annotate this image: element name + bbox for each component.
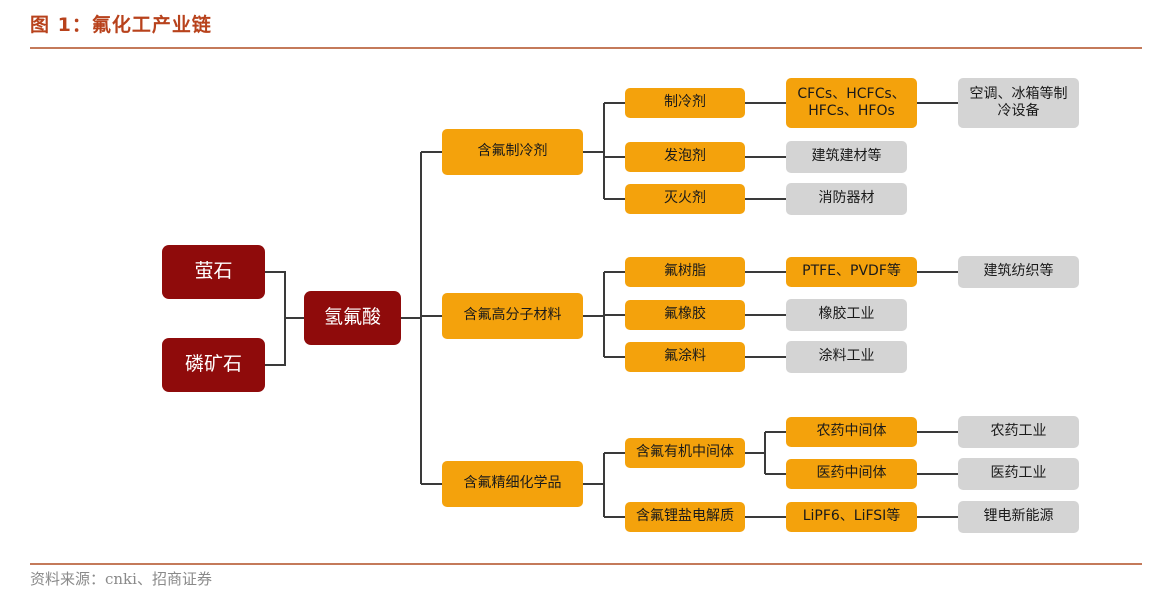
node-ac-refrigeration: 空调、冰箱等制 冷设备 [958,78,1079,128]
node-pesticide-industry: 农药工业 [958,416,1079,448]
node-foaming-agent: 发泡剂 [625,142,745,172]
node-refrigerant: 制冷剂 [625,88,745,118]
source-note: 资料来源：cnki、招商证券 [30,570,212,588]
node-cfcs-line2: HFCs、HFOs [808,103,895,119]
connector-raw-materials [265,271,304,366]
connector-fine-group [583,452,625,518]
node-fluororesin: 氟树脂 [625,257,745,287]
connector-polymer-group [583,271,625,358]
node-pharma-intermediate: 医药中间体 [786,459,917,489]
node-lithium-new-energy: 锂电新能源 [958,501,1079,533]
node-fire-equipment: 消防器材 [786,183,907,215]
connector-hf-categories [401,151,442,485]
node-cfcs-line1: CFCs、HCFCs、 [797,85,906,102]
node-lipf6-lifsi: LiPF6、LiFSI等 [786,502,917,532]
node-fluorite: 萤石 [162,245,265,299]
node-extinguishing-agent: 灭火剂 [625,184,745,214]
node-fine-chemicals: 含氟精细化学品 [442,461,583,507]
connector-applications [917,102,958,518]
node-hydrofluoric-acid: 氢氟酸 [304,291,401,345]
node-pesticide-intermediate: 农药中间体 [786,417,917,447]
node-fluorinated-refrigerant: 含氟制冷剂 [442,129,583,175]
node-coating-industry: 涂料工业 [786,341,907,373]
connector-refrigerant-group [583,102,625,200]
node-ptfe-pvdf: PTFE、PVDF等 [786,257,917,287]
node-pharma-industry: 医药工业 [958,458,1079,490]
top-divider [30,47,1142,49]
connector-intermediates [745,431,786,475]
node-ac-line2: 冷设备 [997,103,1040,119]
node-phosphate-rock: 磷矿石 [162,338,265,392]
node-organic-intermediate: 含氟有机中间体 [625,438,745,468]
node-rubber-industry: 橡胶工业 [786,299,907,331]
node-fluororubber: 氟橡胶 [625,300,745,330]
figure-title: 图 1：氟化工产业链 [30,14,212,36]
connector-products [745,102,786,518]
node-fluoropolymer: 含氟高分子材料 [442,293,583,339]
node-ac-line1: 空调、冰箱等制 [969,85,1068,102]
bottom-divider [30,563,1142,565]
node-building-materials: 建筑建材等 [786,141,907,173]
node-lithium-salt-electrolyte: 含氟锂盐电解质 [625,502,745,532]
node-building-textile: 建筑纺织等 [958,256,1079,288]
node-fluorocoating: 氟涂料 [625,342,745,372]
node-cfcs-hfcs: CFCs、HCFCs、 HFCs、HFOs [786,78,917,128]
